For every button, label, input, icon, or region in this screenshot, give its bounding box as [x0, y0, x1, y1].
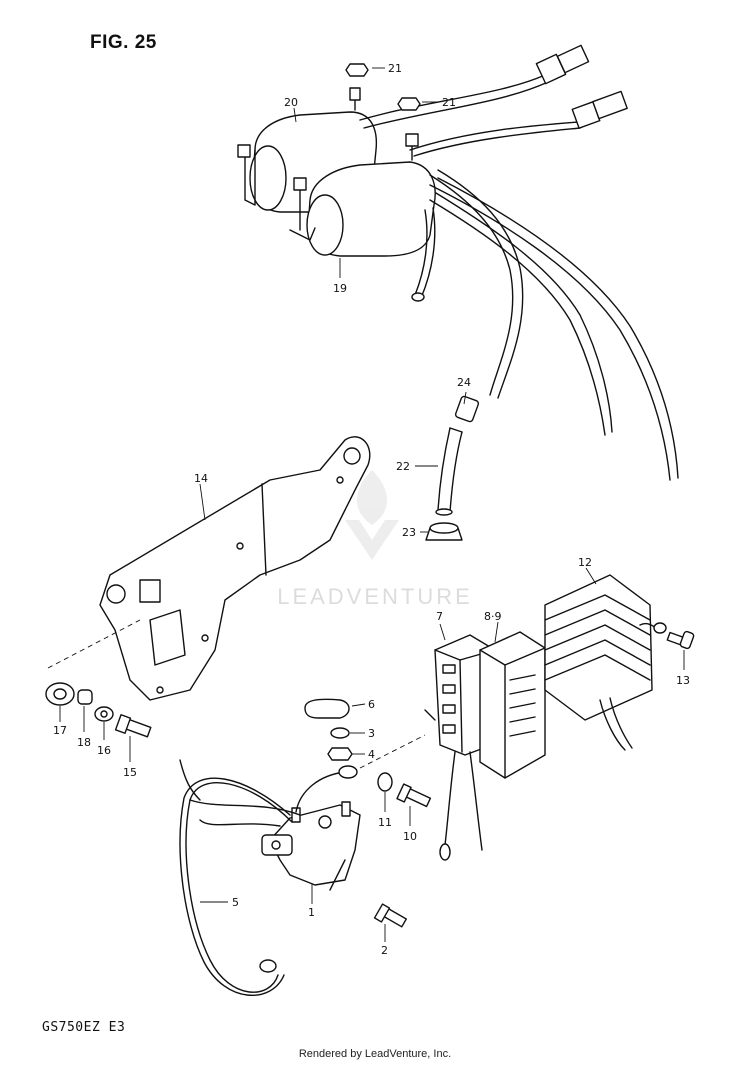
mounting-guide-line-2	[359, 734, 426, 769]
callout-21a: 21	[388, 62, 402, 75]
callout-21b: 21	[442, 96, 456, 109]
high-tension-cables	[411, 169, 679, 481]
callout-19: 19	[333, 282, 347, 295]
callout-10: 10	[403, 830, 417, 843]
callout-8-9: 8·9	[484, 610, 502, 623]
callout-18: 18	[77, 736, 91, 749]
callout-11: 11	[378, 816, 392, 829]
callout-15: 15	[123, 766, 137, 779]
fuse-cover	[479, 631, 546, 779]
washer-screws	[373, 772, 432, 928]
callout-7: 7	[436, 610, 443, 623]
regulator-bolt	[666, 630, 695, 650]
grommet-collar-washer-bolt	[45, 682, 152, 738]
callout-23: 23	[402, 526, 416, 539]
callout-2: 2	[381, 944, 388, 957]
callout-13: 13	[676, 674, 690, 687]
callout-22: 22	[396, 460, 410, 473]
callout-1: 1	[308, 906, 315, 919]
callout-12: 12	[578, 556, 592, 569]
leader-lines	[59, 67, 685, 942]
nuts-21	[345, 63, 421, 111]
callout-20: 20	[284, 96, 298, 109]
mounting-bracket	[99, 436, 371, 701]
watermark-logo	[345, 470, 399, 560]
callout-6: 6	[368, 698, 375, 711]
regulator-rectifier	[544, 574, 667, 751]
callout-16: 16	[97, 744, 111, 757]
callout-3: 3	[368, 727, 375, 740]
figure-title: FIG. 25	[90, 32, 157, 53]
callout-5: 5	[232, 896, 239, 909]
breather-hose-assembly	[425, 395, 480, 541]
coil-lead-wires	[359, 44, 628, 157]
callout-labels: 21 21 20 19 24 22 23 14 12 7 8·9 13 6 3 …	[53, 62, 690, 957]
callout-24: 24	[457, 376, 471, 389]
watermark-text: LEADVENTURE	[277, 584, 473, 609]
model-code: GS750EZ E3	[42, 1020, 126, 1035]
ignition-coil-front	[289, 133, 436, 257]
starter-relay	[261, 801, 361, 891]
relay-cables	[179, 759, 358, 996]
terminal-cap-washer-nut	[304, 698, 353, 761]
callout-17: 17	[53, 724, 67, 737]
rendered-by-credit: Rendered by LeadVenture, Inc.	[298, 1048, 452, 1060]
callout-4: 4	[368, 748, 375, 761]
callout-14: 14	[194, 472, 208, 485]
